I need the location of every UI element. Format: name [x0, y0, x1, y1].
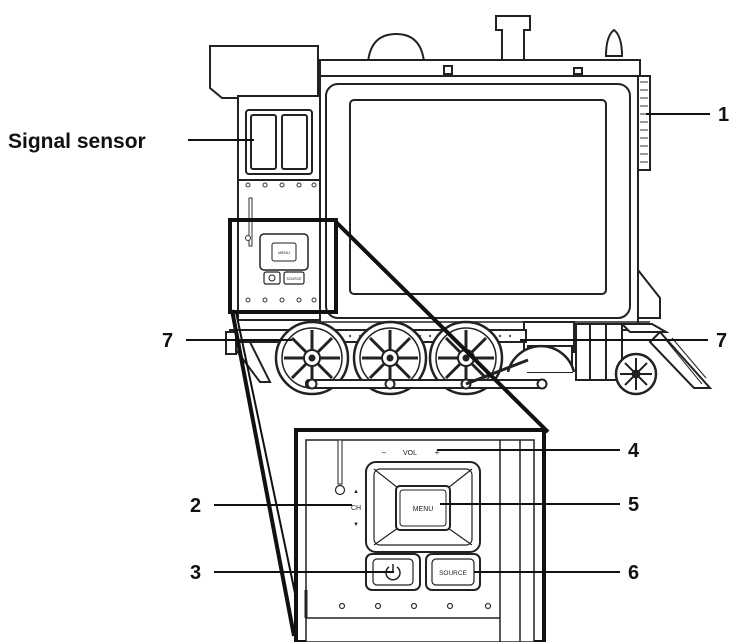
- menu-button-label: MENU: [413, 506, 434, 513]
- callout-7-left: 7: [162, 330, 173, 352]
- chimney: [493, 15, 535, 67]
- wheels: [274, 320, 658, 396]
- callout-6: 6: [628, 562, 639, 584]
- screen: [349, 99, 607, 295]
- vent-ribs: [640, 81, 648, 163]
- front-machinery: [523, 321, 713, 389]
- callout-1: 1: [718, 104, 729, 126]
- panel-rivets: [338, 602, 492, 610]
- callout-4: 4: [628, 440, 640, 462]
- vol-plus-text: +: [435, 448, 440, 457]
- small-source-text: SOURCE: [287, 277, 303, 281]
- power-icon: [385, 564, 401, 581]
- signal-sensor-label: Signal sensor: [8, 130, 146, 153]
- vol-label: VOL: [403, 450, 417, 457]
- wheel-2: [352, 320, 428, 396]
- vol-minus-text: –: [382, 448, 387, 457]
- cab-rivets: [245, 182, 317, 303]
- small-menu-text: MENU: [278, 250, 290, 255]
- cowcatcher: [648, 330, 713, 389]
- callout-2: 2: [190, 495, 201, 517]
- callout-5: 5: [628, 494, 639, 516]
- wheel-1: [274, 320, 350, 396]
- source-button[interactable]: SOURCE: [425, 553, 481, 591]
- boiler-top: [319, 59, 641, 77]
- source-button-label: SOURCE: [439, 570, 467, 577]
- callout-7-right: 7: [716, 330, 727, 352]
- zoom-lines: [230, 220, 550, 637]
- ch-up-text: ▲: [353, 489, 359, 495]
- cab-roof: [209, 45, 319, 99]
- ch-down-text: ▼: [353, 522, 359, 528]
- steam-dome: [366, 32, 426, 63]
- indicator-led: [334, 484, 346, 496]
- signal-sensor-window: [238, 109, 320, 181]
- connecting-rod: [305, 358, 548, 390]
- leader-lines: [186, 113, 710, 573]
- whistle: [604, 28, 624, 57]
- ch-label: CH: [351, 505, 361, 512]
- front-wheel: [614, 352, 658, 396]
- callout-3: 3: [190, 562, 201, 584]
- wheel-4: [506, 345, 576, 373]
- menu-button[interactable]: MENU: [395, 485, 451, 531]
- small-control-panel: MENU SOURCE: [228, 218, 338, 314]
